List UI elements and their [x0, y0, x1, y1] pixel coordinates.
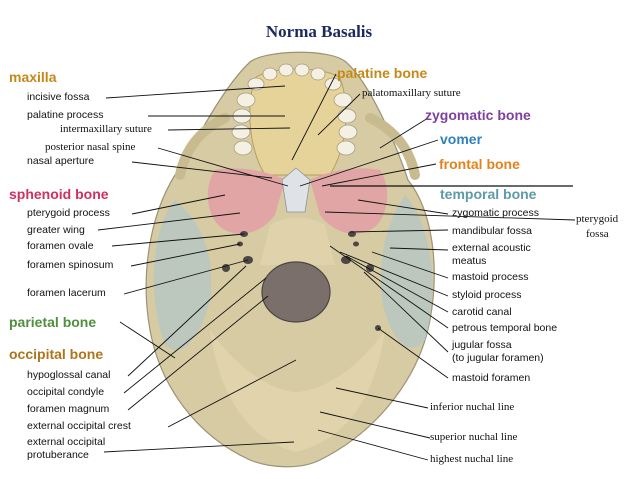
- superior-nuchal-line-label: superior nuchal line: [430, 431, 518, 443]
- occipital-condyle-label: occipital condyle: [27, 386, 105, 398]
- external-occipital-crest-label: external occipital crest: [27, 420, 131, 432]
- vomer-heading: vomer: [440, 131, 483, 147]
- nasal-aperture: [281, 167, 311, 213]
- leader-lines-left: [97, 85, 297, 453]
- highest-nuchal-line-label: highest nuchal line: [430, 453, 514, 465]
- styloid-process-label: styloid process: [452, 289, 522, 301]
- frontal-bone-heading: frontal bone: [439, 156, 520, 172]
- leader-lines-right: [291, 73, 576, 461]
- foramen-magnum: [261, 261, 331, 323]
- temporal-bone-heading: temporal bone: [440, 186, 537, 202]
- palatine-process-label: palatine process: [27, 109, 104, 121]
- jugular-fossa-label-1: jugular fossa: [452, 339, 512, 351]
- mastoid-process-label: mastoid process: [452, 271, 529, 283]
- sphenoid-left: [207, 168, 285, 234]
- external-acoustic-meatus-label-1: external acoustic: [452, 242, 531, 254]
- diagram-title: Norma Basalis: [265, 22, 373, 41]
- foramina: [222, 231, 381, 331]
- greater-wing-label: greater wing: [27, 224, 85, 236]
- occipital-bone-heading: occipital bone: [9, 346, 104, 362]
- palatomaxillary-suture-label: palatomaxillary suture: [362, 87, 461, 99]
- petrous-temporal-bone-label: petrous temporal bone: [452, 322, 558, 334]
- jugular-fossa-label-2: (to jugular foramen): [452, 352, 544, 364]
- foramen-lacerum-label: foramen lacerum: [27, 287, 106, 299]
- inferior-nuchal-line-label: inferior nuchal line: [430, 401, 515, 413]
- pterygoid-fossa-label-2: fossa: [586, 228, 609, 240]
- left-zygomatic-arch: [175, 113, 230, 180]
- pterygoid-process-label: pterygoid process: [27, 207, 110, 219]
- occipital-squama: [210, 330, 385, 452]
- parietal-bone-heading: parietal bone: [9, 314, 97, 330]
- posterior-nasal-spine-label: posterior nasal spine: [45, 141, 136, 153]
- external-occipital-protuberance-label-1: external occipital: [27, 436, 106, 448]
- mandibular-fossa-label: mandibular fossa: [452, 225, 532, 237]
- foramen-ovale-label: foramen ovale: [27, 240, 94, 252]
- foramen-magnum-label: foramen magnum: [27, 403, 110, 415]
- mastoid-foramen-label: mastoid foramen: [452, 372, 531, 384]
- incisive-fossa-label: incisive fossa: [27, 91, 90, 103]
- right-temporal-region: [380, 195, 433, 348]
- carotid-canal-label: carotid canal: [452, 306, 512, 318]
- foramen-spinosum-label: foramen spinosum: [27, 259, 114, 271]
- basilar-occipital: [260, 217, 335, 265]
- zygomatic-process-label: zygomatic process: [452, 207, 539, 219]
- palatine-bone-heading: palatine bone: [337, 65, 428, 81]
- external-occipital-protuberance-label-2: protuberance: [27, 449, 89, 461]
- nasal-aperture-label: nasal aperture: [27, 155, 95, 167]
- maxilla-heading: maxilla: [9, 69, 57, 85]
- left-temporal-region: [153, 200, 212, 350]
- sphenoid-bone-heading: sphenoid bone: [9, 186, 109, 202]
- hypoglossal-canal-label: hypoglossal canal: [27, 369, 111, 381]
- external-acoustic-meatus-label-2: meatus: [452, 255, 487, 267]
- pterygoid-fossa-label-1: pterygoid: [576, 213, 619, 225]
- zygomatic-bone-heading: zygomatic bone: [425, 107, 531, 123]
- intermaxillary-suture-label: intermaxillary suture: [60, 123, 152, 135]
